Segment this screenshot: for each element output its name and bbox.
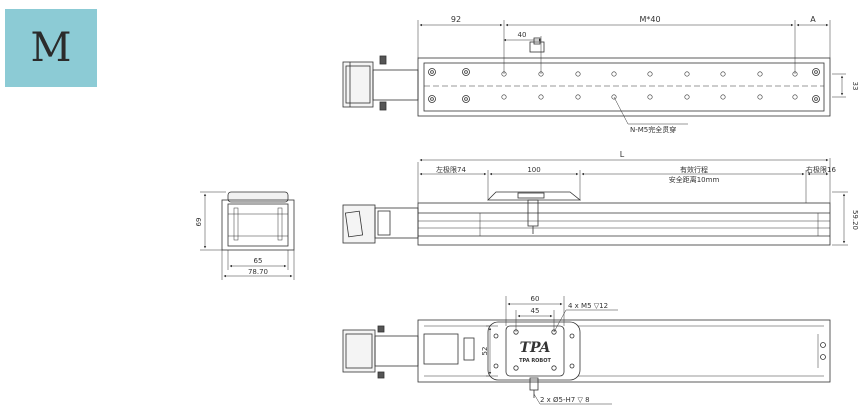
- end-dim-outer: 78.70: [248, 268, 268, 276]
- bottom-dim-height: 52: [481, 347, 489, 356]
- logo-text: TPA ROBOT: [519, 358, 551, 364]
- corner-bolts: [428, 68, 820, 103]
- side-carriage-len: 100: [527, 166, 540, 174]
- end-dim-height: 69: [195, 218, 203, 227]
- top-hole-note: N-M5完全贯穿: [630, 125, 676, 134]
- top-dim-pitch: 40: [518, 31, 527, 39]
- top-dim-left: 92: [451, 15, 461, 24]
- carriage-plate: [487, 321, 581, 381]
- side-left-limit: 左极限74: [436, 165, 466, 174]
- end-dim-inner: 65: [254, 257, 263, 265]
- side-right-limit: 右极限16: [806, 165, 836, 174]
- model-badge: M: [5, 9, 97, 87]
- top-dim-right: A: [810, 15, 816, 24]
- actuator-body-side: [417, 202, 831, 246]
- side-stroke-label: 有效行程: [680, 165, 708, 174]
- side-dim-total: L: [620, 150, 625, 159]
- top-dim-middle: M*40: [639, 15, 660, 24]
- side-safety-label: 安全距离10mm: [669, 175, 720, 184]
- tpa-logo: TPA TPA ROBOT: [519, 340, 551, 364]
- motor-side: [342, 204, 419, 244]
- side-view: [342, 158, 848, 246]
- logo-mark: TPA: [520, 340, 551, 356]
- bottom-pin-note: 2 x Ø5-H7 ▽ 8: [540, 396, 590, 404]
- bottom-hole-note: 4 x M5 ▽12: [568, 302, 608, 310]
- bottom-dim-outer: 60: [531, 295, 540, 303]
- motor-bottom: [342, 325, 419, 379]
- actuator-body-top: [417, 57, 831, 117]
- bottom-view: [342, 296, 831, 405]
- bottom-dim-inner: 45: [531, 307, 540, 315]
- top-view: [342, 20, 846, 125]
- side-dim-height: 59.20: [851, 210, 859, 230]
- actuator-body-bottom: [417, 319, 831, 383]
- carriage-side: [487, 191, 582, 201]
- end-view: [200, 191, 295, 280]
- mounting-holes: [501, 71, 798, 100]
- model-letter: M: [30, 25, 72, 71]
- motor-top: [342, 55, 419, 111]
- top-dim-height: 33: [851, 82, 859, 91]
